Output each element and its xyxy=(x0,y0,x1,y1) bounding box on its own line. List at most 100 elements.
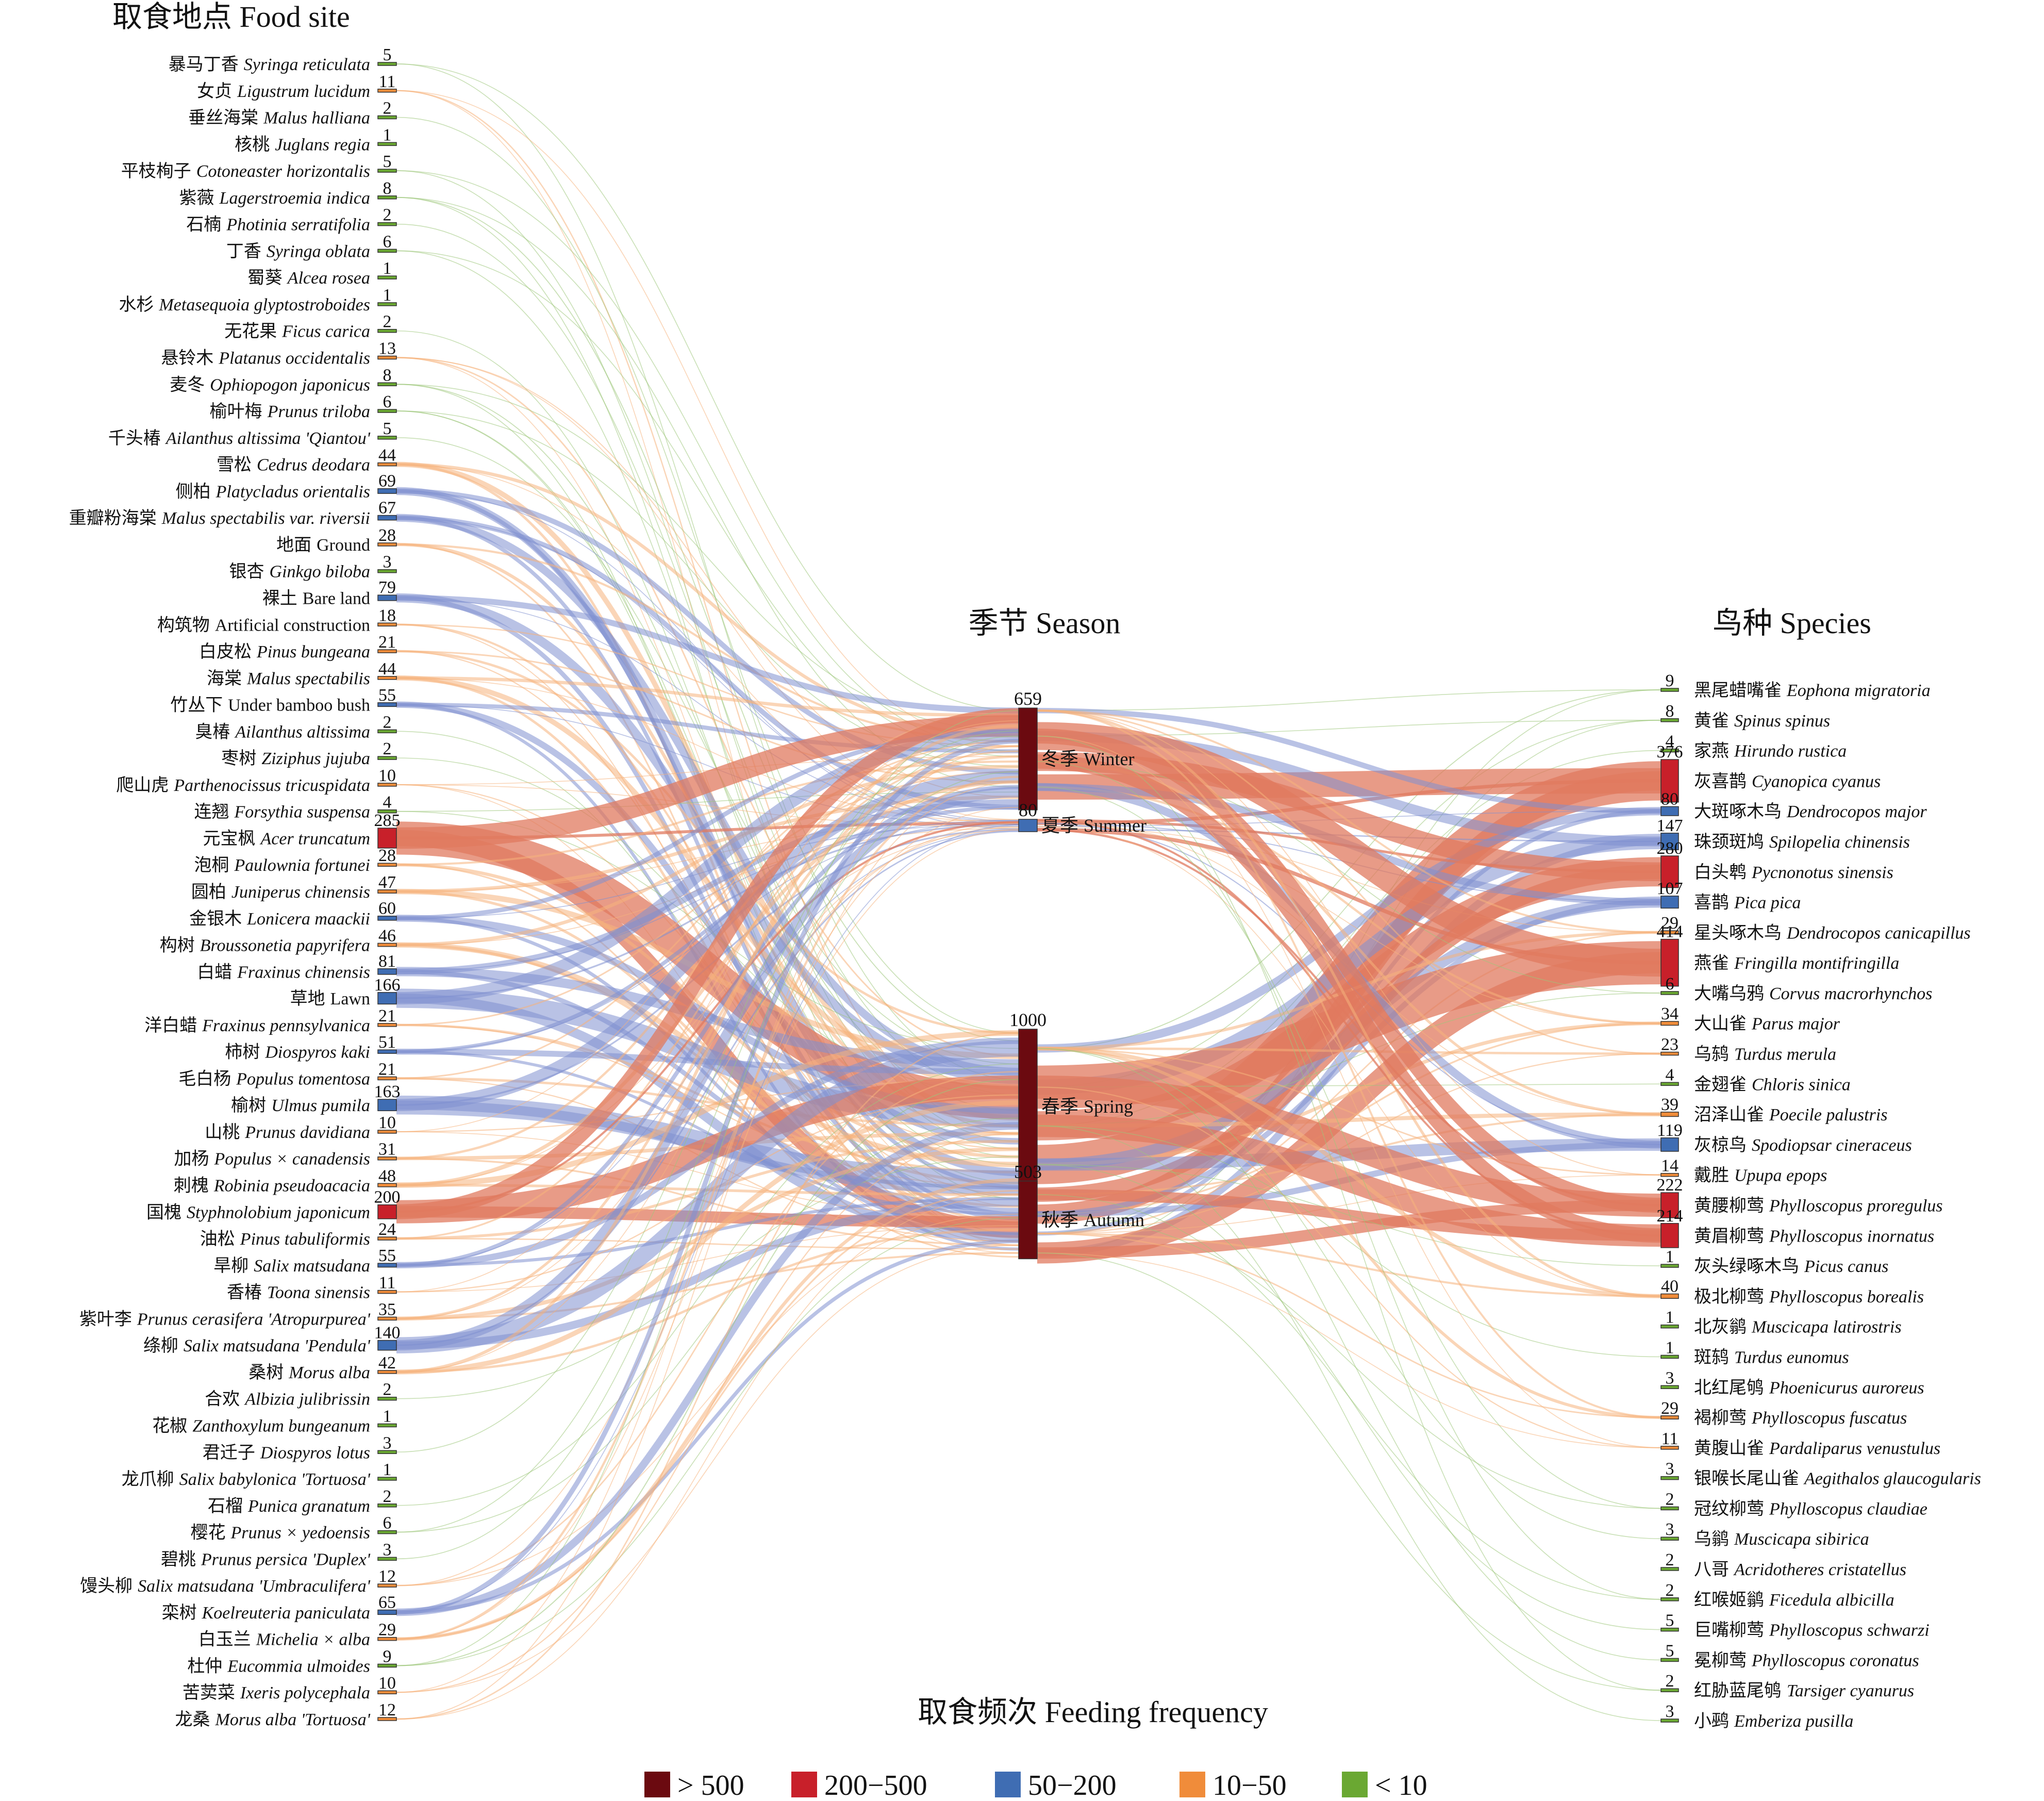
site-node[interactable] xyxy=(377,1099,397,1112)
site-node[interactable] xyxy=(377,382,397,387)
site-node[interactable] xyxy=(377,1183,397,1187)
season-node[interactable] xyxy=(1018,707,1038,811)
site-node[interactable] xyxy=(377,89,397,93)
site-node[interactable] xyxy=(377,1340,397,1351)
site-node[interactable] xyxy=(377,328,397,333)
species-node[interactable] xyxy=(1660,806,1679,816)
site-node[interactable] xyxy=(377,594,397,601)
species-node[interactable] xyxy=(1660,1506,1679,1511)
site-node[interactable] xyxy=(377,302,397,306)
site-node[interactable] xyxy=(377,409,397,413)
site-node[interactable] xyxy=(377,1204,397,1219)
site-node[interactable] xyxy=(377,542,397,547)
site-node[interactable] xyxy=(377,1530,397,1534)
site-node[interactable] xyxy=(377,355,397,360)
site-node[interactable] xyxy=(377,1557,397,1561)
site-node[interactable] xyxy=(377,992,397,1005)
species-node[interactable] xyxy=(1660,688,1679,692)
site-node[interactable] xyxy=(377,1423,397,1428)
species-node[interactable] xyxy=(1660,1658,1679,1662)
species-node[interactable] xyxy=(1660,938,1679,987)
site-node[interactable] xyxy=(377,1690,397,1694)
site-node[interactable] xyxy=(377,275,397,279)
species-node[interactable] xyxy=(1660,1536,1679,1541)
site-node[interactable] xyxy=(377,702,397,707)
site-node[interactable] xyxy=(377,729,397,734)
species-node[interactable] xyxy=(1660,1688,1679,1692)
site-node[interactable] xyxy=(377,1477,397,1481)
site-node[interactable] xyxy=(377,195,397,200)
site-node[interactable] xyxy=(377,1450,397,1455)
species-node[interactable] xyxy=(1660,1567,1679,1571)
site-node[interactable] xyxy=(377,968,397,975)
site-node[interactable] xyxy=(377,1663,397,1668)
site-node[interactable] xyxy=(377,1583,397,1588)
site-node[interactable] xyxy=(377,1503,397,1508)
site-node[interactable] xyxy=(377,115,397,120)
site-node[interactable] xyxy=(377,676,397,680)
species-node[interactable] xyxy=(1660,1354,1679,1359)
species-node[interactable] xyxy=(1660,896,1679,909)
species-node[interactable] xyxy=(1660,1385,1679,1390)
species-node[interactable] xyxy=(1660,1719,1679,1723)
species-node[interactable] xyxy=(1660,930,1679,935)
site-node[interactable] xyxy=(377,249,397,253)
site-node[interactable] xyxy=(377,1130,397,1134)
site-node[interactable] xyxy=(377,222,397,226)
site-node[interactable] xyxy=(377,488,397,494)
site-node[interactable] xyxy=(377,783,397,787)
species-node[interactable] xyxy=(1660,855,1679,888)
species-node[interactable] xyxy=(1660,833,1679,850)
site-node[interactable] xyxy=(377,1156,397,1161)
site-node[interactable] xyxy=(377,1396,397,1401)
species-node[interactable] xyxy=(1660,718,1679,722)
site-node[interactable] xyxy=(377,756,397,760)
species-node[interactable] xyxy=(1660,1446,1679,1450)
species-node[interactable] xyxy=(1660,1264,1679,1268)
species-node[interactable] xyxy=(1660,748,1679,753)
species-node[interactable] xyxy=(1660,1192,1679,1218)
species-node[interactable] xyxy=(1660,1324,1679,1329)
site-node[interactable] xyxy=(377,889,397,894)
site-node[interactable] xyxy=(377,515,397,521)
species-node[interactable] xyxy=(1660,991,1679,995)
site-node[interactable] xyxy=(377,1717,397,1721)
site-node[interactable] xyxy=(377,1316,397,1321)
species-node[interactable] xyxy=(1660,1112,1679,1117)
site-node[interactable] xyxy=(377,142,397,146)
site-node[interactable] xyxy=(377,915,397,921)
season-node[interactable] xyxy=(1018,1180,1038,1260)
site-node[interactable] xyxy=(377,1263,397,1268)
species-node[interactable] xyxy=(1660,1172,1679,1177)
season-node[interactable] xyxy=(1018,1029,1038,1184)
site-node[interactable] xyxy=(377,436,397,440)
species-node[interactable] xyxy=(1660,1137,1679,1152)
site-node[interactable] xyxy=(377,1236,397,1241)
site-node[interactable] xyxy=(377,863,397,867)
species-node[interactable] xyxy=(1660,1415,1679,1419)
site-node[interactable] xyxy=(377,622,397,627)
site-node[interactable] xyxy=(377,1609,397,1615)
site-node[interactable] xyxy=(377,809,397,814)
species-node[interactable] xyxy=(1660,1082,1679,1086)
site-node[interactable] xyxy=(377,1370,397,1374)
site-node[interactable] xyxy=(377,1290,397,1294)
site-node[interactable] xyxy=(377,828,397,849)
species-node[interactable] xyxy=(1660,1293,1679,1299)
species-node[interactable] xyxy=(1660,1021,1679,1026)
site-node[interactable] xyxy=(377,943,397,947)
species-node[interactable] xyxy=(1660,1051,1679,1056)
season-node[interactable] xyxy=(1018,819,1038,832)
site-node[interactable] xyxy=(377,1049,397,1054)
species-node[interactable] xyxy=(1660,1476,1679,1480)
site-node[interactable] xyxy=(377,649,397,653)
species-node[interactable] xyxy=(1660,1223,1679,1248)
site-node[interactable] xyxy=(377,569,397,573)
site-node[interactable] xyxy=(377,1637,397,1641)
site-node[interactable] xyxy=(377,1076,397,1081)
site-node[interactable] xyxy=(377,169,397,173)
species-node[interactable] xyxy=(1660,1627,1679,1632)
site-node[interactable] xyxy=(377,462,397,467)
species-node[interactable] xyxy=(1660,759,1679,803)
site-node[interactable] xyxy=(377,62,397,66)
